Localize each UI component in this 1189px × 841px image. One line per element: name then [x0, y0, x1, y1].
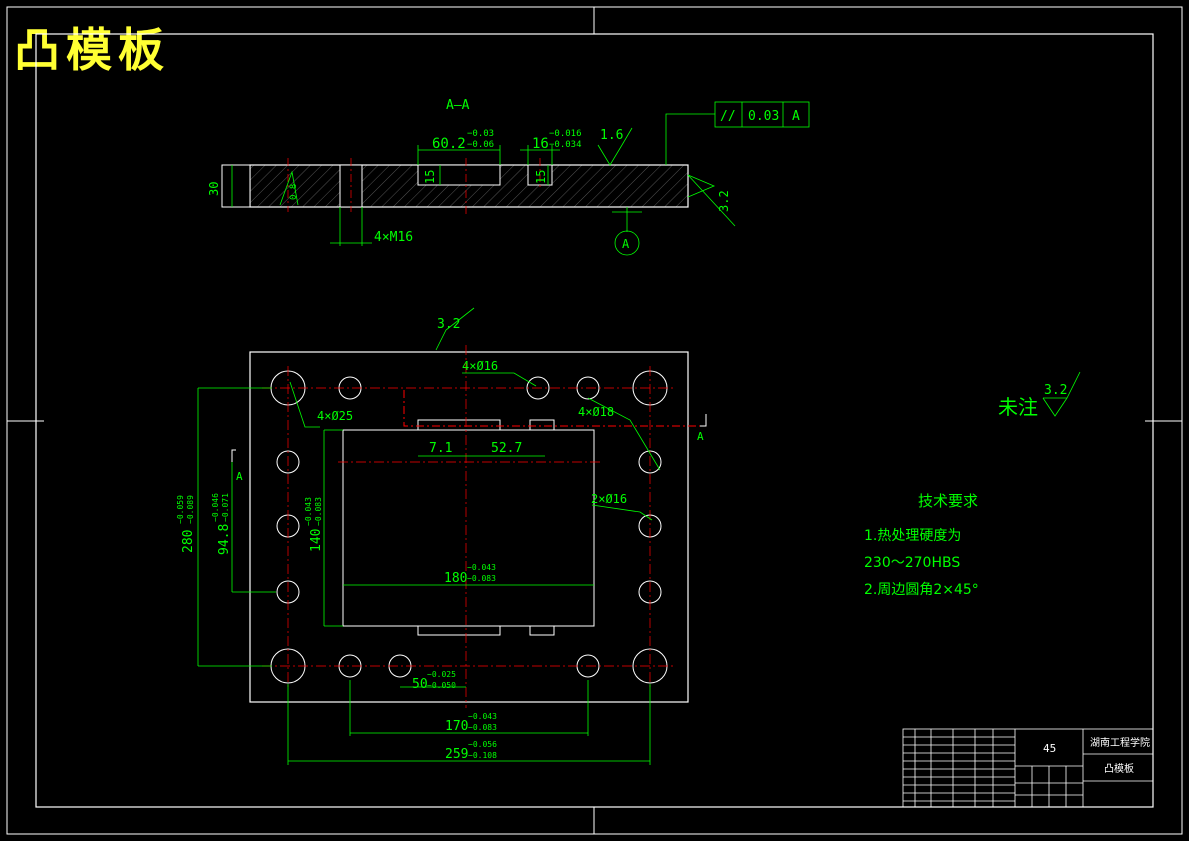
dim-60-lower: −0.06 [467, 140, 494, 150]
roughness-top: 3.2 [437, 317, 460, 332]
dim-30: 30 [207, 182, 221, 196]
dim-7-1: 7.1 [429, 441, 452, 456]
dim-180: 180 [444, 571, 467, 586]
dim-280-lower: −0.089 [186, 495, 195, 524]
datum-a: A [622, 237, 630, 251]
plate-outline [249, 351, 689, 703]
dim-259-upper: −0.056 [468, 740, 497, 749]
thread-callout: 4×M16 [374, 230, 413, 245]
dim-50-upper: −0.025 [427, 670, 456, 679]
callout-4xd16: 4×Ø16 [462, 359, 498, 373]
left-step [221, 164, 251, 208]
dim-60: 60.2 [432, 136, 466, 152]
tech-line-1: 1.热处理硬度为 [864, 528, 961, 544]
dim-140-upper: −0.043 [304, 497, 313, 526]
dim-15-a: 15 [423, 170, 437, 184]
material: 45 [1043, 742, 1056, 755]
callout-4xd18: 4×Ø18 [578, 405, 614, 419]
tech-line-3: 2.周边圆角2×45° [864, 582, 979, 598]
dim-16: 16 [532, 136, 549, 152]
tech-line-2: 230～270HBS [864, 555, 960, 571]
dim-259-lower: −0.108 [468, 751, 497, 760]
roughness-08: 0.8 [289, 184, 299, 200]
dim-60-upper: −0.03 [467, 129, 494, 139]
dim-140: 140 [309, 529, 324, 552]
section-mark-right: A [697, 430, 704, 443]
dim-15-b: 15 [534, 170, 548, 184]
part-name: 凸模板 [1104, 762, 1134, 775]
dim-180-upper: −0.043 [467, 563, 496, 572]
dim-50-lower: −0.050 [427, 681, 456, 690]
tolerance-symbol: // [720, 109, 736, 124]
dim-259: 259 [445, 747, 468, 762]
tolerance-value: 0.03 [748, 109, 779, 124]
section-label: A—A [446, 98, 470, 113]
dim-180-lower: −0.083 [467, 574, 496, 583]
dim-16-lower: −0.034 [549, 140, 582, 150]
callout-4xd25: 4×Ø25 [317, 409, 353, 423]
dim-52-7: 52.7 [491, 441, 522, 456]
roughness-side: 3.2 [717, 190, 731, 212]
note-label: 未注 [998, 395, 1038, 419]
title-block [902, 728, 1154, 808]
drawing-frame [6, 6, 1183, 835]
drawing-title: 凸模板 [14, 23, 170, 77]
roughness-note: 未注 3.2 [998, 371, 1081, 419]
dim-16-upper: −0.016 [549, 129, 582, 139]
dim-94-lower: −0.071 [221, 493, 230, 522]
note-value: 3.2 [1044, 383, 1067, 398]
dim-50: 50 [412, 677, 428, 692]
plan-view: 3.2 4×Ø16 4×Ø25 4×Ø18 2×Ø16 A A 7.1 52.7… [176, 307, 707, 765]
roughness-16: 1.6 [600, 128, 623, 143]
cavity-outline [342, 429, 595, 627]
callout-2xd16: 2×Ø16 [591, 492, 627, 506]
section-mark-left: A [236, 470, 243, 483]
tolerance-datum: A [792, 109, 800, 124]
dim-94-upper: −0.046 [211, 493, 220, 522]
dim-280: 280 [181, 530, 196, 553]
technical-requirements: 技术要求 1.热处理硬度为 230～270HBS 2.周边圆角2×45° [864, 492, 979, 598]
dim-280-upper: −0.059 [176, 495, 185, 524]
tech-title: 技术要求 [918, 492, 978, 510]
section-view: A—A [207, 98, 810, 256]
dim-170-upper: −0.043 [468, 712, 497, 721]
dim-170-lower: −0.083 [468, 723, 497, 732]
school-name: 湖南工程学院 [1090, 736, 1150, 749]
slot-section-1 [417, 164, 501, 186]
dim-94-8: 94.8 [217, 524, 232, 555]
dim-170: 170 [445, 719, 468, 734]
dim-140-lower: −0.083 [314, 497, 323, 526]
